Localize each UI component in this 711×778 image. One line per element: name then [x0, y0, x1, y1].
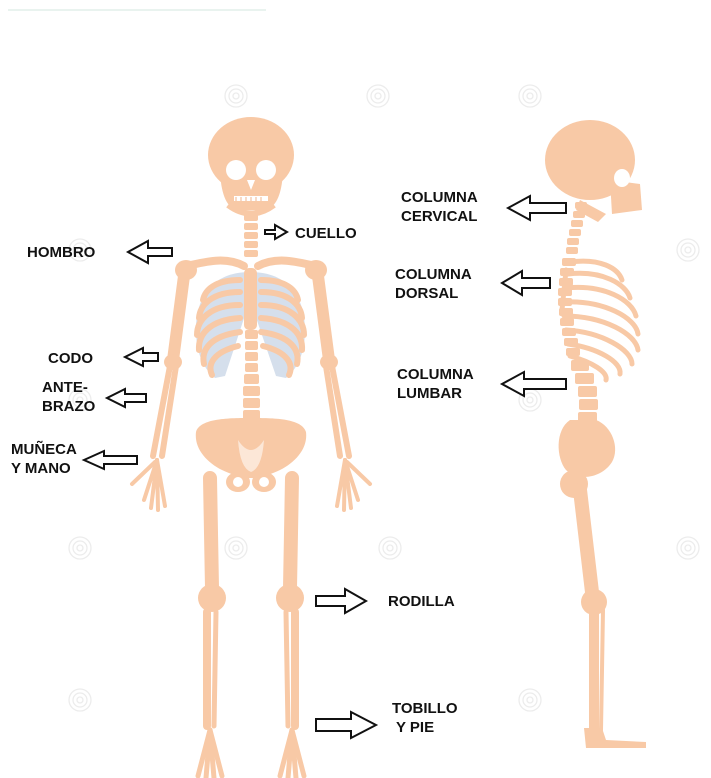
label-line: MUÑECA [11, 440, 77, 459]
front-clavicles [186, 261, 316, 266]
front-knees [198, 584, 304, 612]
spiral-watermark-icon [677, 239, 699, 261]
spiral-watermark-icon [69, 537, 91, 559]
spiral-watermark-icon [367, 85, 389, 107]
label-line: COLUMNA [395, 265, 472, 284]
hollow-block-arrow-icon [508, 196, 566, 220]
label-line: Y MANO [11, 459, 77, 478]
label-muneca-y-mano: MUÑECA Y MANO [11, 440, 77, 478]
label-columna-lumbar: COLUMNA LUMBAR [397, 365, 474, 403]
label-columna-cervical: COLUMNA CERVICAL [401, 188, 478, 226]
front-skull [208, 117, 294, 214]
label-line: BRAZO [42, 397, 95, 416]
side-skeleton [545, 120, 646, 748]
spiral-watermark-icon [225, 85, 247, 107]
spiral-watermark-icon [379, 537, 401, 559]
label-line: CODO [48, 349, 93, 368]
front-skeleton [132, 117, 370, 778]
label-antebrazo: ANTE- BRAZO [42, 378, 95, 416]
spiral-watermark-icon [225, 537, 247, 559]
spiral-watermark-icon [519, 85, 541, 107]
label-rodilla: RODILLA [388, 592, 455, 611]
hollow-block-arrow-icon [107, 389, 146, 407]
label-hombro: HOMBRO [27, 243, 95, 262]
side-knee [581, 589, 607, 615]
side-lumbar-spine [571, 360, 598, 423]
label-line: CERVICAL [401, 207, 478, 226]
label-line: ANTE- [42, 378, 95, 397]
label-line: COLUMNA [397, 365, 474, 384]
hollow-block-arrow-icon [125, 348, 158, 366]
hollow-block-arrow-icon [84, 451, 137, 469]
hollow-block-arrow-icon [128, 241, 172, 263]
label-line: RODILLA [388, 592, 455, 611]
label-line: HOMBRO [27, 243, 95, 262]
spiral-watermark-icon [69, 689, 91, 711]
spiral-watermark-icon [519, 689, 541, 711]
label-tobillo-y-pie: TOBILLO Y PIE [392, 699, 458, 737]
label-line: COLUMNA [401, 188, 478, 207]
hollow-block-arrow-icon [502, 372, 566, 396]
label-codo: CODO [48, 349, 93, 368]
front-ribcage [196, 268, 305, 378]
side-foot [584, 728, 646, 748]
label-line: TOBILLO [392, 699, 458, 718]
hollow-block-arrow-icon [316, 589, 366, 613]
label-line: Y PIE [392, 718, 458, 737]
hollow-block-arrow-icon [265, 225, 287, 239]
label-line: LUMBAR [397, 384, 474, 403]
side-pelvis [559, 420, 616, 498]
label-columna-dorsal: COLUMNA DORSAL [395, 265, 472, 303]
spiral-watermark-icon [677, 537, 699, 559]
label-line: CUELLO [295, 224, 357, 243]
label-cuello: CUELLO [295, 224, 357, 243]
hollow-block-arrow-icon [502, 271, 550, 295]
label-line: DORSAL [395, 284, 472, 303]
front-feet [198, 730, 304, 778]
hollow-block-arrow-icon [316, 712, 376, 738]
